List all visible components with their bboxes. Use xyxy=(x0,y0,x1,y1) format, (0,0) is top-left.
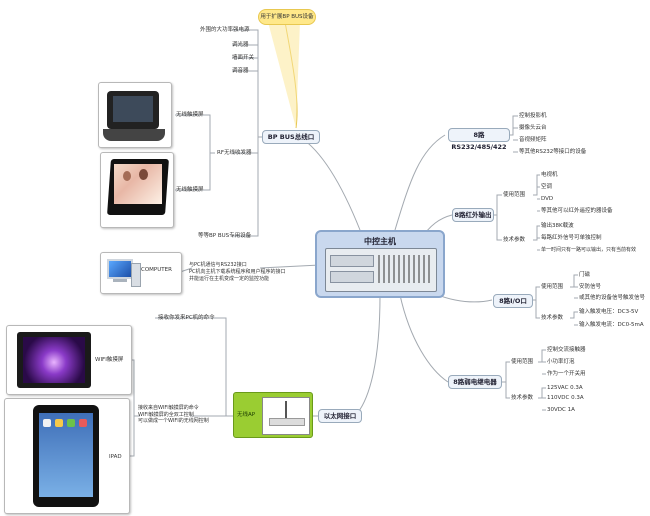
rs232-item: 摄像头云台 xyxy=(519,125,547,131)
wireless-touchpanel-2 xyxy=(100,152,174,228)
ir-params-label: 技术参数 xyxy=(503,237,526,243)
io-params-item: 输入触发电压：DC3-5V xyxy=(579,309,639,315)
router-icon xyxy=(262,397,310,435)
ir-usage-item: 电视机 xyxy=(541,172,558,178)
io-usage-label: 使用范围 xyxy=(541,284,564,290)
ir-usage-item: 等其他可以红外遥控的器设备 xyxy=(541,208,613,214)
branch-ethernet: 以太网接口 xyxy=(318,409,362,423)
bpbus-item: 外围的大功率强电源 xyxy=(200,27,250,33)
bpbus-callout: 用于扩展BP BUS设备 xyxy=(258,9,316,25)
branch-relay: 8路弱电继电器 xyxy=(448,375,502,389)
relay-params-item: 125VAC 0.3A xyxy=(547,385,583,391)
rs232-item: 等其他RS232等接口的设备 xyxy=(519,149,587,155)
controller-device-image xyxy=(325,248,437,292)
wireless-ap: 无线AP xyxy=(233,392,313,438)
relay-params-item: 30VDC 1A xyxy=(547,407,575,413)
central-controller-title: 中控主机 xyxy=(364,237,396,246)
ipad-label: IPAD xyxy=(109,454,122,460)
ipad-device: IPAD xyxy=(4,398,130,514)
central-controller: 中控主机 xyxy=(315,230,445,298)
computer-icon xyxy=(107,259,133,279)
bpbus-item: 墙面开关 xyxy=(232,55,255,61)
branch-ir: 8路红外输出 xyxy=(452,208,494,222)
rf-transceiver-label: RF无线收发器 xyxy=(217,150,252,156)
bpbus-item: 调音器 xyxy=(232,68,249,74)
io-params-item: 输入触发电流：DC0-5mA xyxy=(579,322,644,328)
bpbus-item: 调光器 xyxy=(232,42,249,48)
ir-params-item: 单一时间只有一路可以输出，只有当前有效 xyxy=(541,247,637,253)
io-params-label: 技术参数 xyxy=(541,315,564,321)
rs232-item: 音视频矩阵 xyxy=(519,137,547,143)
relay-usage-item: 控制交流接触器 xyxy=(547,347,586,353)
branch-io: 8路I/O口 xyxy=(493,294,533,308)
io-usage-item: 或其他的设备信号触发信号 xyxy=(579,295,646,301)
ethernet-bottom-note: 接收来自WIFI触摸屏的命令 WIFI触摸屏的全双工控制 可以做成一个WIFI的… xyxy=(138,405,209,424)
relay-params-label: 技术参数 xyxy=(511,395,534,401)
relay-usage-label: 使用范围 xyxy=(511,359,534,365)
wifi-touchpanel-label: WIFI触摸屏 xyxy=(95,357,124,363)
io-usage-item: 安防信号 xyxy=(579,284,602,290)
branch-bpbus: BP BUS总线口 xyxy=(262,130,320,144)
computer-device: COMPUTER xyxy=(100,252,182,294)
computer-note: 与PC机通信与RS232接口 PC机向主机下载系统程序和用户程序的接口 并能运行… xyxy=(189,262,286,282)
ir-params-item: 每路红外信号可单独控制 xyxy=(541,235,602,241)
wireless-touchpanel-1 xyxy=(98,82,172,148)
wifi-touchpanel-device: WIFI触摸屏 xyxy=(6,325,132,395)
ir-usage-label: 使用范围 xyxy=(503,192,526,198)
relay-usage-item: 小功率灯泡 xyxy=(547,359,575,365)
wireless-touchpanel-label: 无线触摸屏 xyxy=(176,112,204,118)
computer-label: COMPUTER xyxy=(141,267,172,273)
rs232-item: 控制投影机 xyxy=(519,113,547,119)
relay-usage-item: 作为一个开关用 xyxy=(547,371,586,377)
wireless-ap-label: 无线AP xyxy=(237,412,256,418)
branch-rs232: 8路RS232/485/422 xyxy=(448,128,510,151)
ir-usage-item: 空调 xyxy=(541,184,553,190)
wireless-touchpanel-label: 无线触摸屏 xyxy=(176,187,204,193)
io-usage-item: 门磁 xyxy=(579,272,591,278)
ir-usage-item: DVD xyxy=(541,196,554,202)
relay-params-item: 110VDC 0.3A xyxy=(547,395,584,401)
bpbus-tail-label: 等等BP BUS专用设备 xyxy=(198,233,252,239)
ir-params-item: 输出38K载波 xyxy=(541,223,574,229)
ethernet-top-note: 接收你发来PC机的命令 xyxy=(158,315,215,321)
